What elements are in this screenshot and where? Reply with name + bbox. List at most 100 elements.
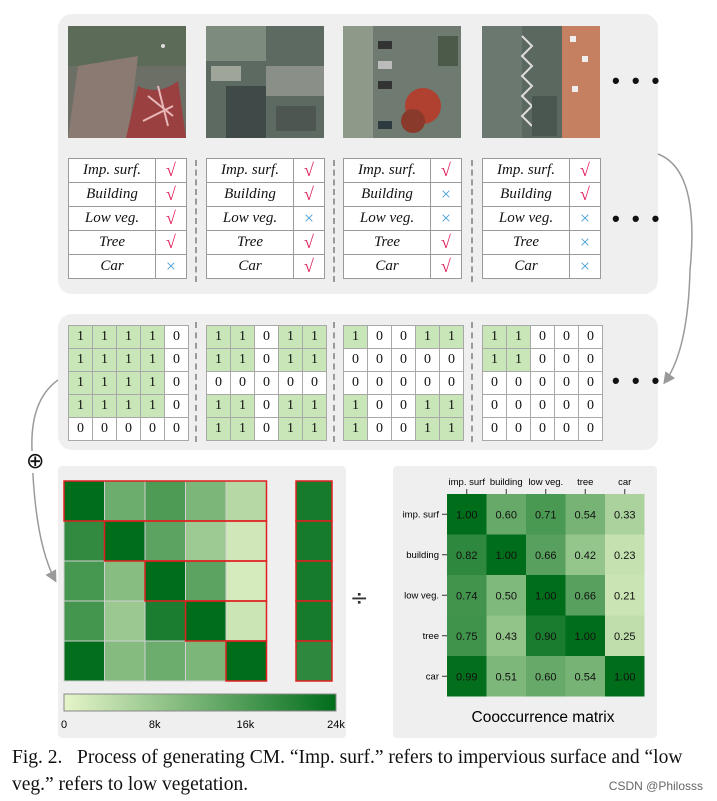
y-axis-label: tree xyxy=(423,631,439,642)
matrix-cell: 0 xyxy=(578,417,603,441)
cooccurrence-cell xyxy=(565,615,605,656)
count-cell xyxy=(185,560,227,602)
matrix-cell: 0 xyxy=(116,417,141,441)
matrix-cell: 1 xyxy=(140,348,165,372)
class-label: Tree xyxy=(343,230,431,255)
matrix-cell: 0 xyxy=(506,371,531,395)
class-label: Imp. surf. xyxy=(68,158,156,183)
class-label: Tree xyxy=(68,230,156,255)
more-images-ellipsis: • • • xyxy=(612,68,663,93)
cooccurrence-value: 0.66 xyxy=(535,550,556,562)
x-axis-label: low veg. xyxy=(528,477,563,488)
class-label: Low veg. xyxy=(206,206,294,231)
class-label: Low veg. xyxy=(68,206,156,231)
matrix-cell: 0 xyxy=(343,348,368,372)
matrix-cell: 0 xyxy=(482,417,507,441)
dashed-separator xyxy=(195,322,197,442)
matrix-cell: 0 xyxy=(391,371,416,395)
x-axis-label: imp. surf xyxy=(449,477,486,488)
check-icon: √ xyxy=(430,230,462,255)
matrix-cell: 1 xyxy=(302,348,327,372)
count-cell xyxy=(185,640,227,682)
cooccurrence-cell xyxy=(447,494,487,535)
cooccurrence-cell xyxy=(565,494,605,535)
check-icon: √ xyxy=(155,158,187,183)
cooccurrence-value: 0.54 xyxy=(575,509,596,521)
chart-title: Cooccurrence matrix xyxy=(472,709,615,726)
cooccurrence-value: 0.50 xyxy=(496,590,517,602)
matrix-cell: 1 xyxy=(302,325,327,349)
more-matrices-ellipsis: • • • xyxy=(612,368,663,393)
matrix-cell: 0 xyxy=(367,325,392,349)
cooccurrence-value: 1.00 xyxy=(614,671,635,683)
cooccurrence-cell xyxy=(605,534,645,575)
matrix-cell: 0 xyxy=(230,371,255,395)
cooccurrence-cell xyxy=(605,615,645,656)
matrix-cell: 1 xyxy=(116,394,141,418)
matrix-cell: 0 xyxy=(554,325,579,349)
class-label: Tree xyxy=(206,230,294,255)
cooccurrence-cell xyxy=(605,575,645,616)
count-cell xyxy=(144,640,186,682)
more-labels-ellipsis: • • • xyxy=(612,206,663,231)
cooccurrence-value: 0.82 xyxy=(456,550,477,562)
matrix-cell: 1 xyxy=(140,371,165,395)
dashed-separator xyxy=(471,322,473,442)
cooccurrence-cell xyxy=(526,615,566,656)
cross-icon: × xyxy=(430,206,462,231)
count-cell xyxy=(63,600,105,642)
cooccurrence-value: 0.66 xyxy=(575,590,596,602)
count-cell xyxy=(104,520,146,562)
class-label: Car xyxy=(206,254,294,279)
count-cell xyxy=(144,520,186,562)
matrix-cell: 1 xyxy=(92,348,117,372)
count-cell xyxy=(144,560,186,602)
count-cell xyxy=(144,480,186,522)
cooccurrence-cell xyxy=(447,615,487,656)
diagonal-vector-cell xyxy=(295,600,333,642)
cooccurrence-value: 0.51 xyxy=(496,671,517,683)
class-label: Imp. surf. xyxy=(482,158,570,183)
count-cell xyxy=(185,480,227,522)
cooccurrence-value: 0.43 xyxy=(496,631,517,643)
matrix-cell: 1 xyxy=(140,394,165,418)
class-label: Low veg. xyxy=(343,206,431,231)
diagonal-vector-cell xyxy=(295,640,333,682)
y-axis-label: car xyxy=(426,671,439,682)
matrix-cell: 0 xyxy=(415,348,440,372)
matrix-cell: 1 xyxy=(278,394,303,418)
cross-icon: × xyxy=(155,254,187,279)
count-cell xyxy=(104,560,146,602)
matrix-cell: 0 xyxy=(92,417,117,441)
row-highlight-box xyxy=(225,640,268,682)
matrix-cell: 0 xyxy=(554,417,579,441)
x-axis-label: car xyxy=(618,477,631,488)
aerial-image-3 xyxy=(343,26,461,138)
cooccurrence-cell xyxy=(486,494,526,535)
matrix-cell: 1 xyxy=(230,417,255,441)
matrix-cell: 1 xyxy=(302,394,327,418)
matrix-cell: 0 xyxy=(254,394,279,418)
matrix-cell: 1 xyxy=(506,325,531,349)
diagonal-vector-cell xyxy=(295,560,333,602)
count-cell xyxy=(104,600,146,642)
cooccurrence-value: 0.60 xyxy=(535,671,556,683)
cooccurrence-value: 0.60 xyxy=(496,509,517,521)
cooccurrence-value: 1.00 xyxy=(575,631,596,643)
cooccurrence-cell xyxy=(526,534,566,575)
count-cell xyxy=(185,520,227,562)
cooccurrence-value: 0.90 xyxy=(535,631,556,643)
cooccurrence-value: 0.71 xyxy=(535,509,556,521)
caption-text: Process of generating CM. “Imp. surf.” r… xyxy=(12,747,683,795)
matrix-cell: 1 xyxy=(68,325,93,349)
cooccurrence-value: 0.33 xyxy=(614,509,635,521)
cooccurrence-cell xyxy=(447,656,487,697)
cooccurrence-cell xyxy=(526,656,566,697)
count-cell xyxy=(225,600,267,642)
matrix-cell: 0 xyxy=(506,394,531,418)
label-table: Imp. surf.√Building√Low veg.×Tree×Car× xyxy=(482,158,601,279)
matrix-cell: 0 xyxy=(254,417,279,441)
